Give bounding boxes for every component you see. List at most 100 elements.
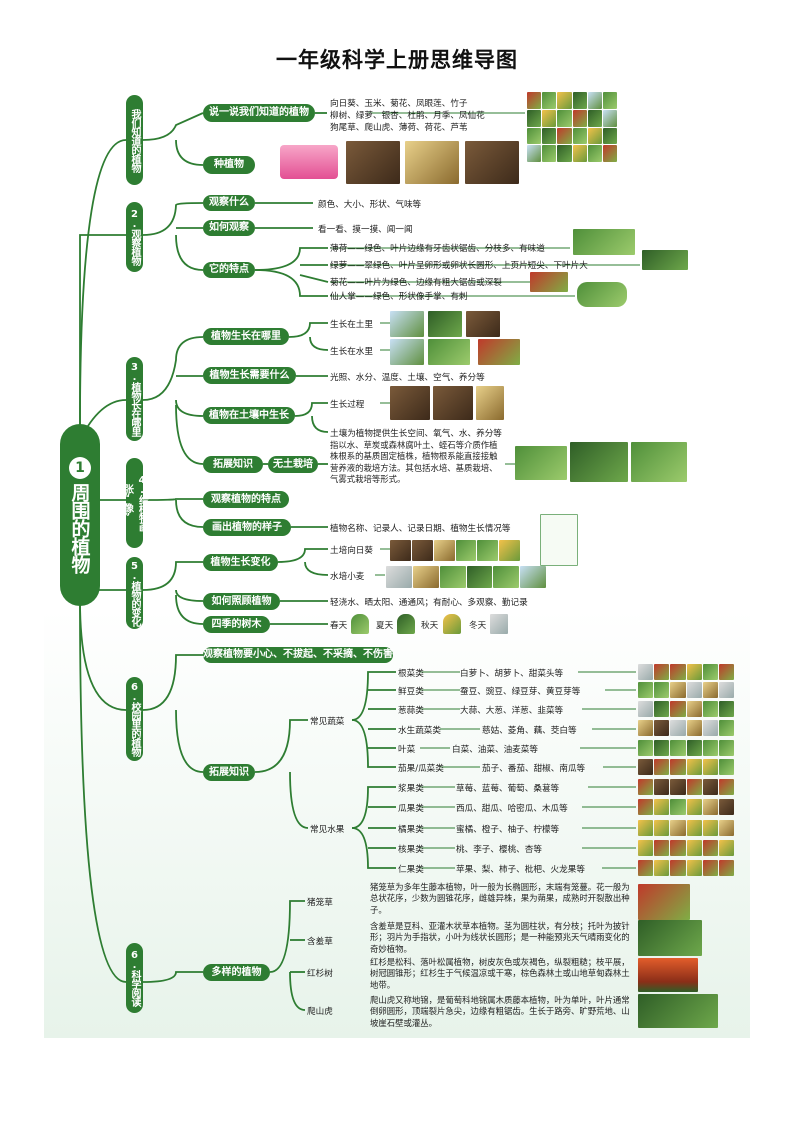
season-spring: 春天	[330, 621, 348, 631]
root-node: 1 周围的植物	[60, 424, 100, 606]
record-sheet-image	[540, 514, 578, 566]
branch-3-label: 3.植物长在哪里	[129, 362, 140, 436]
branch-7-label: 6.科学阅读	[129, 950, 140, 1006]
plant-4-text: 爬山虎又称地锦，是葡萄科地锦属木质藤本植物，叶为单叶，叶片通常倒卵圆形，顶端裂片…	[370, 995, 630, 1028]
root-veg-photos	[638, 664, 734, 680]
stone-fruit-photos	[638, 840, 734, 856]
veg-cat-3: 葱蒜类	[398, 706, 424, 716]
growth-photo-3	[476, 386, 504, 420]
veg-cat-1: 根菜类	[398, 669, 424, 679]
plant-4-name: 爬山虎	[307, 1007, 333, 1017]
veg-items-1: 白萝卜、胡萝卜、甜菜头等	[460, 669, 564, 679]
water-plant-photo-1	[390, 339, 424, 365]
pitcher-plant-photo	[638, 884, 690, 920]
soil-plant-photo-1	[390, 311, 424, 337]
b1-node-know-plants: 说一说我们知道的植物	[203, 104, 315, 122]
water-plant-photo-3	[478, 339, 520, 365]
plant-1-name: 猪笼草	[307, 898, 333, 908]
onion-veg-photos	[638, 701, 734, 717]
b3-in-water: 生长在水里	[330, 347, 373, 357]
branch-2-pill: 2.观察植物	[126, 202, 143, 272]
branch-3-pill: 3.植物长在哪里	[126, 357, 143, 441]
fruit-items-4: 桃、李子、樱桃、杏等	[456, 845, 542, 855]
b3-in-soil: 生长在土里	[330, 320, 373, 330]
veg-cat-5: 叶菜	[398, 745, 416, 755]
branch-4-pill: 4.给植物画张“像”	[122, 458, 148, 548]
veg-items-6: 茄子、番茄、甜椒、南瓜等	[482, 764, 586, 774]
plant-1-text: 猪笼草为多年生藤本植物，叶一般为长椭圆形，末端有笼蔓。花一般为总状花序，少数为圆…	[370, 882, 630, 915]
branch-2-label: 2.观察植物	[129, 209, 140, 265]
planting-tray-photo	[280, 145, 338, 179]
b2-how-observe-text: 看一看、摸一摸、闻一闻	[318, 225, 413, 235]
plants-photo-grid	[527, 92, 617, 162]
b3-needs-text: 光照、水分、温度、土壤、空气、养分等	[330, 373, 485, 383]
growth-photo-1	[390, 386, 430, 420]
redwood-photo	[638, 958, 698, 992]
b7-node-diverse: 多样的植物	[203, 964, 270, 981]
wheat-growth-photos	[386, 566, 546, 588]
b6-common-veg: 常见蔬菜	[310, 717, 345, 727]
growth-photo-2	[433, 386, 473, 420]
fruit-items-1: 草莓、蓝莓、葡萄、桑葚等	[456, 784, 560, 794]
b4-draw-text: 植物名称、记录人、记录日期、植物生长情况等	[330, 524, 511, 534]
branch-6-pill: 6.校园里的植物	[126, 677, 143, 761]
b1-text-1: 向日葵、玉米、菊花、凤眼莲、竹子	[330, 99, 468, 109]
fruit-cat-4: 核果类	[398, 845, 424, 855]
spring-tree-icon	[351, 614, 369, 634]
winter-tree-icon	[490, 614, 508, 634]
b5-care-text: 轻浇水、晒太阳、通通风；有耐心、多观察、勤记录	[330, 598, 528, 608]
b2-node-how-observe: 如何观察	[203, 220, 255, 236]
veg-items-2: 蚕豆、豌豆、绿豆芽、黄豆芽等	[460, 687, 581, 697]
melon-photos	[638, 799, 734, 815]
fruit-items-3: 蜜橘、橙子、柚子、柠檬等	[456, 825, 560, 835]
veg-items-3: 大蒜、大葱、洋葱、韭菜等	[460, 706, 564, 716]
b2-feature-2: 绿萝——翠绿色、叶片呈卵形或卵状长圆形、上页片短尖、下叶片大	[330, 261, 588, 271]
soil-plant-photo-3	[466, 311, 500, 337]
fruit-cat-2: 瓜果类	[398, 804, 424, 814]
b2-node-features: 它的特点	[203, 262, 255, 278]
branch-5-pill: 5.植物的变化	[126, 557, 143, 629]
root-label: 周围的植物	[68, 483, 91, 573]
b4-node-features: 观察植物的特点	[203, 491, 289, 508]
fruit-cat-3: 橘果类	[398, 825, 424, 835]
veg-items-4: 慈姑、菱角、藕、茭白等	[482, 726, 577, 736]
soil-plant-photo-2	[428, 311, 462, 337]
season-summer: 夏天	[376, 621, 394, 631]
fruit-veg-photos	[638, 759, 734, 775]
plant-2-text: 含羞草是豆科、亚灌木状草本植物。茎为圆柱状，有分枝；托叶为披针形；羽片为手指状，…	[370, 921, 630, 954]
b3-soil-provides: 土壤为植物提供生长空间、氧气、水、养分等	[330, 429, 502, 439]
plant-3-name: 红杉树	[307, 969, 333, 979]
b3-node-grow-in-soil: 植物在土壤中生长	[203, 407, 295, 424]
b2-feature-1: 薄荷——绿色、叶片边缘有牙齿状锯齿、分枝多、有味道	[330, 244, 545, 254]
branch-1-pill: 我们知道的植物	[126, 95, 143, 185]
fruit-cat-5: 仁果类	[398, 865, 424, 875]
plant-2-name: 含羞草	[307, 937, 333, 947]
b1-node-plant: 种植物	[203, 156, 255, 174]
water-plant-photo-2	[428, 339, 470, 365]
veg-cat-6: 茄果/瓜菜类	[398, 764, 444, 774]
b6-common-fruit: 常见水果	[310, 825, 345, 835]
b2-observe-what-text: 颜色、大小、形状、气味等	[318, 200, 422, 210]
hydroponic-photo-3	[631, 442, 687, 482]
chrysanthemum-photo	[530, 272, 568, 292]
veg-cat-4: 水生蔬菜类	[398, 726, 441, 736]
hydroponic-photo-1	[515, 446, 567, 480]
b5-sunflower: 土培向日葵	[330, 546, 373, 556]
branch-4-label: 4.给植物画张“像”	[121, 475, 148, 531]
page-title: 一年级科学上册思维导图	[276, 48, 518, 72]
sunflower-growth-photos	[390, 540, 520, 561]
branch-7-pill: 6.科学阅读	[126, 943, 143, 1013]
autumn-tree-icon	[443, 614, 461, 634]
fruit-items-5: 苹果、梨、柿子、枇杷、火龙果等	[456, 865, 585, 875]
b3-node-where-grow: 植物生长在哪里	[203, 328, 289, 345]
b5-node-seasons: 四季的树木	[203, 616, 270, 633]
b1-text-2: 柳树、绿萝、银杏、杜鹃、月季、凤仙花	[330, 111, 485, 121]
seed-photo-1	[346, 141, 400, 184]
leaf-veg-photos	[638, 740, 734, 756]
b4-node-draw: 画出植物的样子	[203, 519, 291, 536]
plant-3-text: 红杉是松科、落叶松属植物，树皮灰色或灰褐色，纵裂粗糙；枝平展，树冠圆锥形；红杉生…	[370, 957, 630, 990]
seed-photo-2	[405, 141, 459, 184]
b6-node-extended: 拓展知识	[203, 764, 255, 781]
b1-text-3: 狗尾草、爬山虎、薄荷、荷花、芦苇	[330, 123, 468, 133]
veg-cat-2: 鲜豆类	[398, 687, 424, 697]
